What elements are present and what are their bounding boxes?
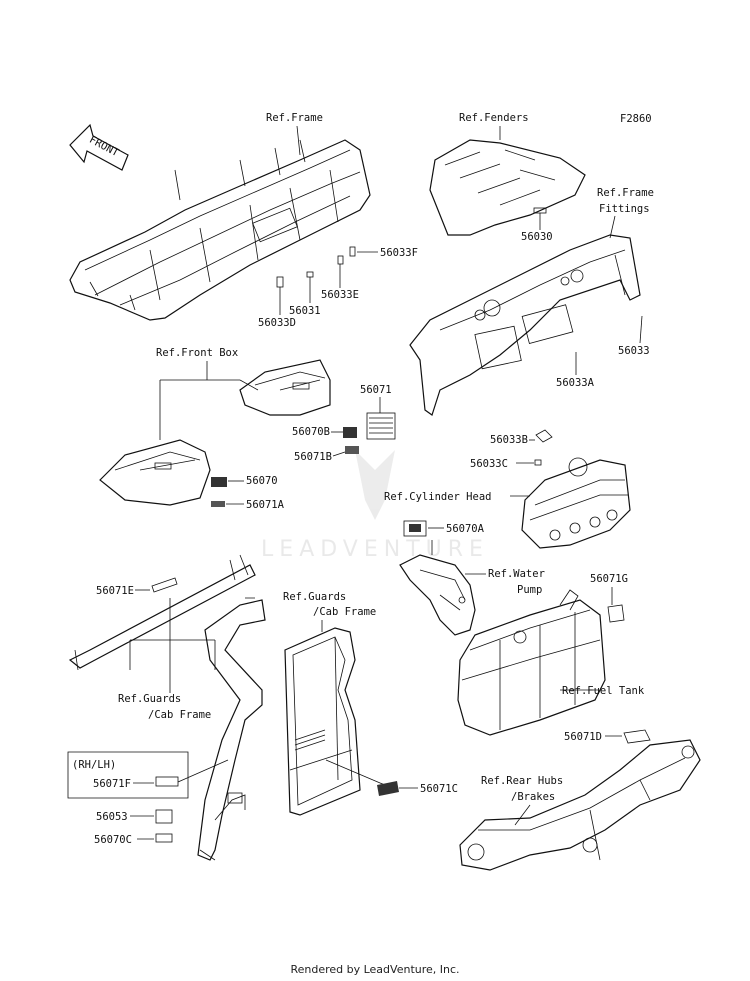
part-56071G: 56071G bbox=[590, 573, 628, 585]
rear-hub-drawing bbox=[459, 739, 701, 871]
front-box-lower bbox=[99, 439, 211, 506]
ref-frame-fittings-label-1: Ref.Frame bbox=[597, 187, 654, 199]
part-56033B: 56033B bbox=[490, 434, 528, 446]
cab-pillar-drawing bbox=[197, 597, 266, 861]
footer-credit: Rendered by LeadVenture, Inc. bbox=[290, 963, 460, 976]
part-56070C: 56070C bbox=[94, 834, 132, 846]
part-56033E: 56033E bbox=[321, 289, 359, 301]
ref-frame-fittings-label-2: Fittings bbox=[599, 203, 650, 215]
cab-door-decal bbox=[377, 781, 399, 796]
part-56071D: 56071D bbox=[564, 731, 602, 743]
front-arrow-label: FRONT bbox=[87, 134, 121, 160]
part-56030: 56030 bbox=[521, 231, 553, 243]
part-56070A: 56070A bbox=[446, 523, 485, 535]
part-56033F: 56033F bbox=[380, 247, 418, 259]
part-56031: 56031 bbox=[289, 305, 321, 317]
ref-water-pump-label-1: Ref.Water bbox=[488, 568, 545, 580]
watermark: LEADVENTURE bbox=[261, 450, 489, 562]
ref-guards-left-label-1: Ref.Guards bbox=[118, 693, 181, 705]
watermark-text: LEADVENTURE bbox=[261, 537, 489, 562]
front-box-upper bbox=[239, 359, 331, 416]
ref-guards-mid-label-1: Ref.Guards bbox=[283, 591, 346, 603]
ref-front-box-label: Ref.Front Box bbox=[156, 347, 238, 359]
cylinder-head-decal-b bbox=[535, 429, 553, 443]
ref-guards-mid-label-2: /Cab Frame bbox=[313, 606, 376, 618]
part-56053: 56053 bbox=[96, 811, 128, 823]
part-56033: 56033 bbox=[618, 345, 650, 357]
cab-door-drawing bbox=[284, 627, 361, 816]
part-56071F: 56071F bbox=[93, 778, 131, 790]
ref-rear-hubs-label-2: /Brakes bbox=[511, 791, 555, 803]
fuel-tank-drawing bbox=[457, 589, 606, 736]
cylinder-head-drawing bbox=[521, 457, 631, 549]
part-56071B: 56071B bbox=[294, 451, 332, 463]
water-pump-decal bbox=[403, 520, 427, 537]
frame-drawing bbox=[69, 139, 371, 321]
fender-drawing bbox=[429, 139, 586, 236]
guard-bar-decal bbox=[151, 577, 178, 593]
part-56070: 56070 bbox=[246, 475, 278, 487]
rear-hub-decal bbox=[623, 729, 651, 744]
part-56033A: 56033A bbox=[556, 377, 595, 389]
front-arrow-icon: FRONT bbox=[69, 123, 129, 171]
ref-frame-label: Ref.Frame bbox=[266, 112, 323, 124]
diagram-code: F2860 bbox=[620, 113, 652, 125]
part-56071E: 56071E bbox=[96, 585, 134, 597]
part-56071A: 56071A bbox=[246, 499, 285, 511]
ref-guards-left-label-2: /Cab Frame bbox=[148, 709, 211, 721]
pillar-decal-70c bbox=[155, 833, 173, 843]
dashboard-drawing bbox=[409, 234, 641, 416]
ref-cylinder-head-label: Ref.Cylinder Head bbox=[384, 491, 491, 503]
ref-fuel-tank-label: Ref.Fuel Tank bbox=[562, 685, 645, 697]
frame-decals bbox=[276, 246, 356, 288]
pillar-decal-53 bbox=[155, 809, 173, 824]
front-box-decals bbox=[211, 412, 396, 507]
cylinder-head-decal-c bbox=[534, 459, 542, 466]
fuel-tank-decal bbox=[607, 604, 625, 623]
part-56071C: 56071C bbox=[420, 783, 458, 795]
pillar-decal-f bbox=[155, 776, 179, 787]
part-56071: 56071 bbox=[360, 384, 392, 396]
rh-lh-box bbox=[67, 751, 189, 799]
part-56033D: 56033D bbox=[258, 317, 296, 329]
rh-lh-label: (RH/LH) bbox=[72, 759, 116, 771]
part-56070B: 56070B bbox=[292, 426, 330, 438]
ref-rear-hubs-label-1: Ref.Rear Hubs bbox=[481, 775, 563, 787]
ref-water-pump-label-2: Pump bbox=[517, 584, 542, 596]
ref-fenders-label: Ref.Fenders bbox=[459, 112, 529, 124]
guard-bar-drawing bbox=[68, 554, 256, 671]
water-pump-drawing bbox=[399, 554, 476, 636]
part-56033C: 56033C bbox=[470, 458, 508, 470]
